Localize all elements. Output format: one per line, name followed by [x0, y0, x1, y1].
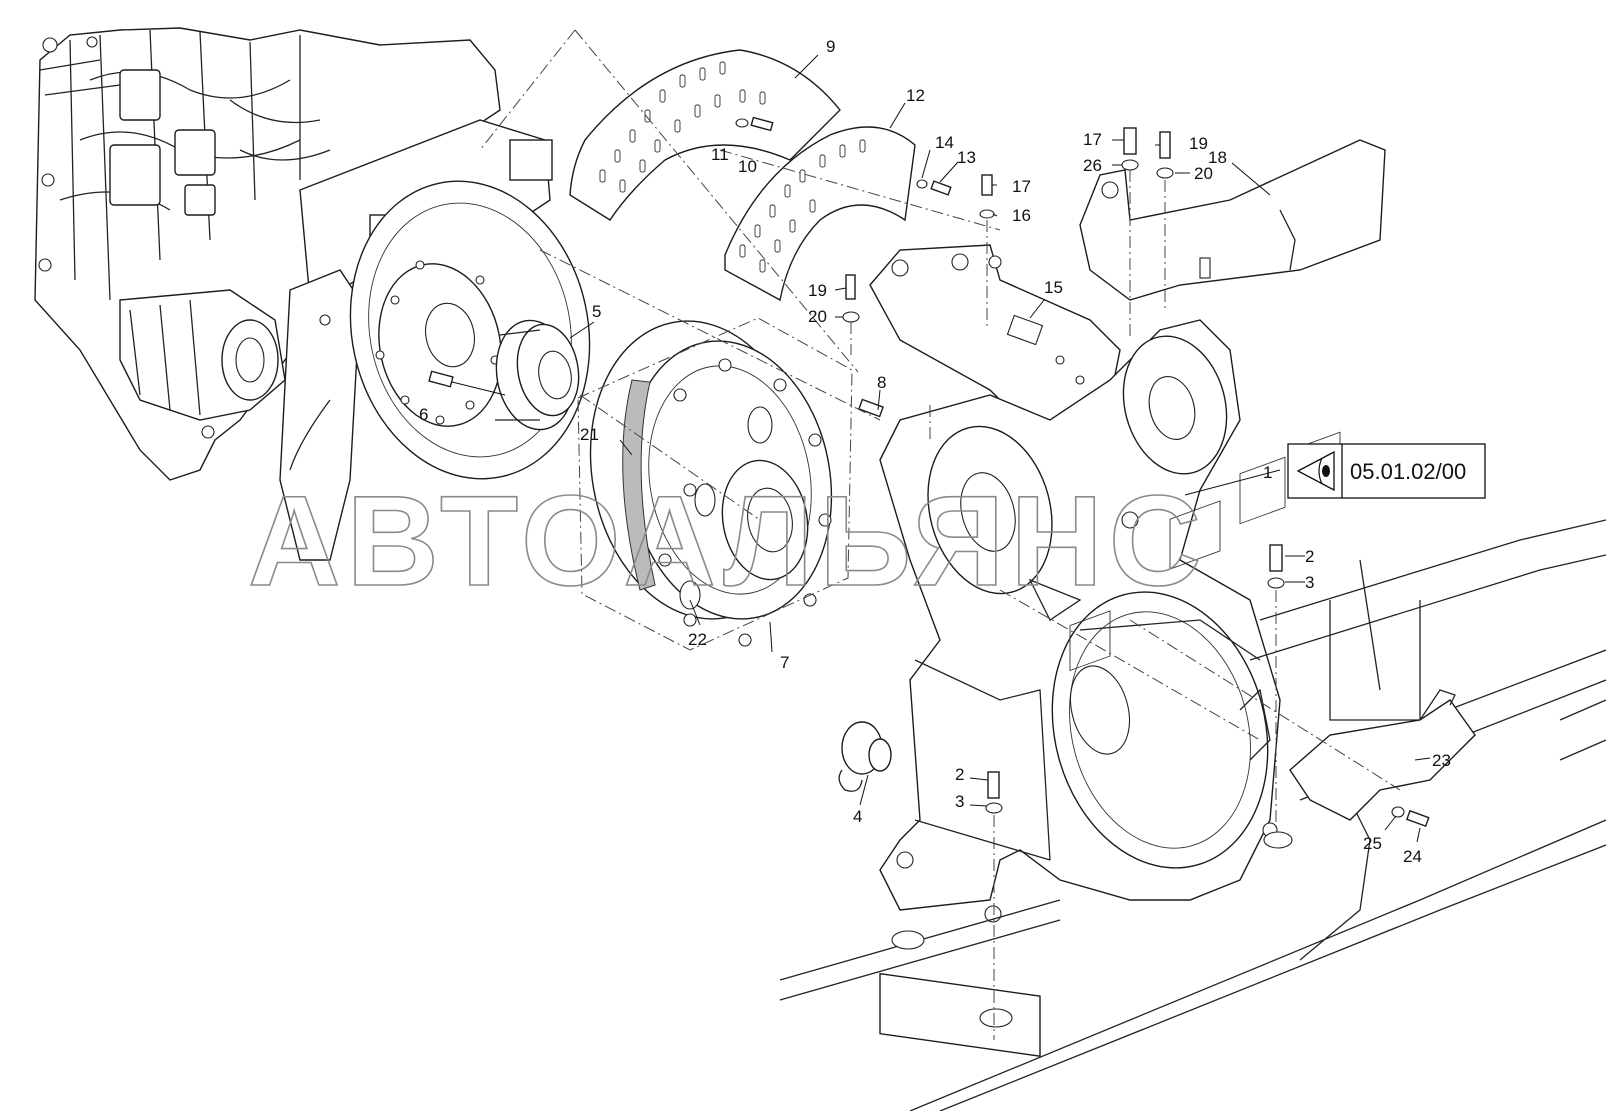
callout-9: 9 [826, 37, 835, 56]
leader-lines [569, 54, 1431, 843]
bolt-6 [428, 370, 506, 396]
assembly-outline [577, 317, 853, 651]
reference-box[interactable]: 05.01.02/00 [1287, 443, 1486, 499]
callout-17-left: 17 [1012, 177, 1031, 196]
perforated-guard-9 [569, 49, 841, 221]
callout-18: 18 [1208, 148, 1227, 167]
callout-20-left: 20 [808, 307, 827, 326]
callout-19-left: 19 [808, 281, 827, 300]
callout-15: 15 [1044, 278, 1063, 297]
callout-10: 10 [738, 157, 757, 176]
callout-19-right: 19 [1189, 134, 1208, 153]
alignment-lines [479, 29, 1401, 1040]
callout-4: 4 [853, 807, 862, 826]
callout-11: 11 [711, 145, 729, 164]
callout-23: 23 [1432, 751, 1451, 770]
callout-2-upper: 2 [1305, 547, 1314, 566]
callout-3-upper: 3 [1305, 573, 1314, 592]
callout-3-lower: 3 [955, 792, 964, 811]
vehicle-frame [779, 431, 1606, 1111]
callout-20-right: 20 [1194, 164, 1213, 183]
coupling-disc [589, 320, 833, 647]
callout-25: 25 [1363, 834, 1382, 853]
guard-23 [1289, 689, 1476, 821]
callout-7: 7 [780, 653, 789, 672]
callout-26: 26 [1083, 156, 1102, 175]
callout-6: 6 [419, 405, 428, 424]
callout-12: 12 [906, 86, 925, 105]
callout-24: 24 [1403, 847, 1422, 866]
callouts: 9 12 11 10 14 13 17 16 17 19 26 20 18 19… [419, 37, 1451, 866]
gearbox-housing [879, 319, 1281, 1057]
callout-21: 21 [580, 425, 599, 444]
bracket-18 [1079, 139, 1386, 301]
reference-code: 05.01.02/00 [1350, 459, 1466, 484]
watermark-text: АВТОАЛЬЯНС [248, 470, 1207, 613]
callout-17-right: 17 [1083, 130, 1102, 149]
callout-2-lower: 2 [955, 765, 964, 784]
callout-1: 1 [1263, 463, 1272, 482]
callout-13: 13 [957, 148, 976, 167]
perforated-guard-12 [724, 126, 916, 302]
callout-16: 16 [1012, 206, 1031, 225]
bolt-8 [858, 398, 884, 418]
breather-fitting [838, 721, 892, 792]
callout-5: 5 [592, 302, 601, 321]
eye-view-icon [1296, 450, 1335, 492]
callout-22: 22 [688, 630, 707, 649]
fasteners [735, 116, 1430, 828]
callout-8: 8 [877, 373, 886, 392]
callout-14: 14 [935, 133, 954, 152]
coupling-hub [495, 319, 580, 431]
